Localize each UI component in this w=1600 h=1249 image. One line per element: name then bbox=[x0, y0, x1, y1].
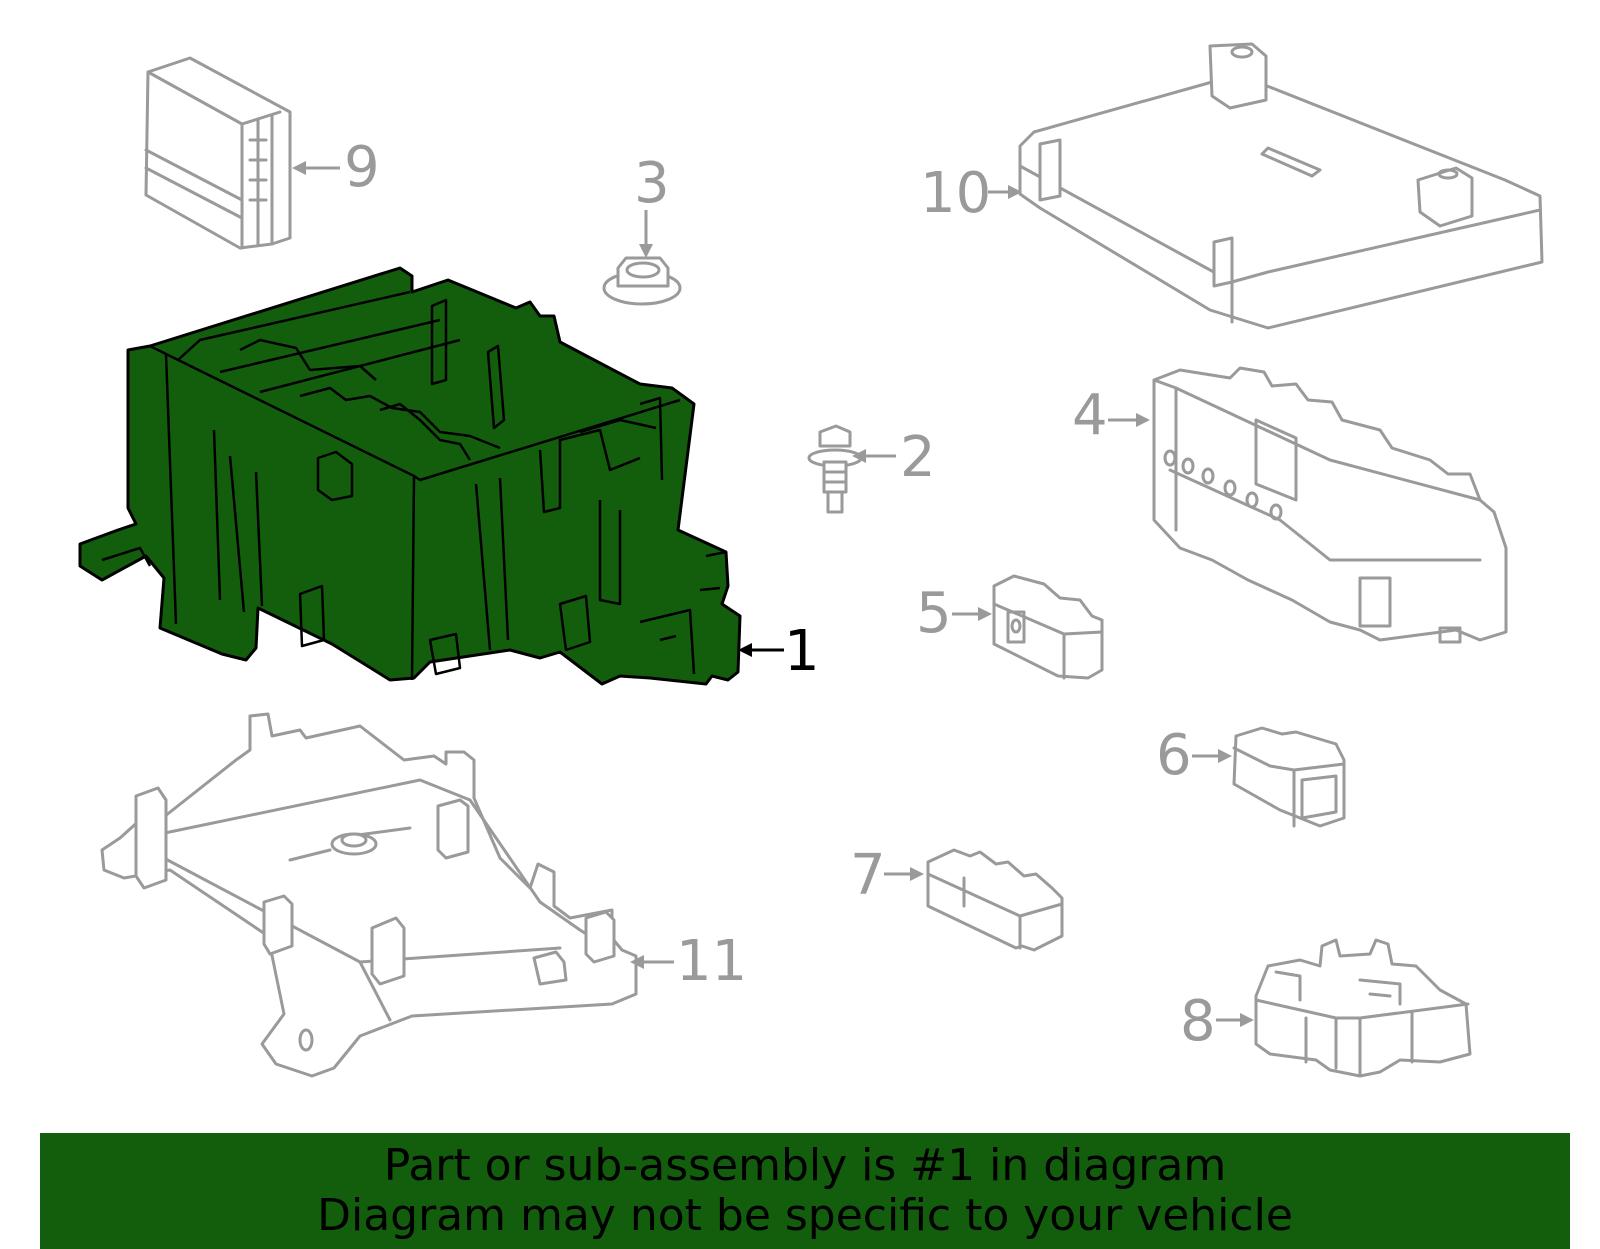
callout-10[interactable]: 10 bbox=[920, 161, 991, 226]
callout-2[interactable]: 2 bbox=[900, 425, 936, 490]
part-8-relay-cluster[interactable] bbox=[1254, 938, 1472, 1078]
callout-8[interactable]: 8 bbox=[1180, 989, 1216, 1054]
part-9-module[interactable] bbox=[144, 56, 292, 250]
arrow-10 bbox=[988, 185, 1022, 199]
callout-5[interactable]: 5 bbox=[916, 581, 952, 646]
info-banner: Part or sub-assembly is #1 in diagram Di… bbox=[40, 1133, 1570, 1249]
arrow-11 bbox=[630, 955, 674, 969]
arrow-5 bbox=[952, 607, 992, 621]
callout-6[interactable]: 6 bbox=[1156, 723, 1192, 788]
callout-11[interactable]: 11 bbox=[676, 929, 747, 994]
callout-9[interactable]: 9 bbox=[344, 135, 380, 200]
part-11-tray[interactable] bbox=[100, 712, 638, 1078]
part-1-fuse-box-housing[interactable] bbox=[78, 266, 742, 686]
part-2-bolt[interactable] bbox=[807, 424, 863, 514]
part-6-relay[interactable] bbox=[1232, 726, 1346, 828]
arrow-1 bbox=[738, 643, 784, 657]
callout-7[interactable]: 7 bbox=[850, 843, 886, 908]
part-5-relay[interactable] bbox=[992, 574, 1104, 680]
banner-line-disclaimer: Diagram may not be specific to your vehi… bbox=[317, 1190, 1293, 1241]
part-3-nut[interactable] bbox=[602, 256, 682, 306]
arrow-9 bbox=[292, 161, 340, 175]
arrow-8 bbox=[1216, 1013, 1254, 1027]
arrow-2 bbox=[852, 449, 896, 463]
part-7-fuse-strip[interactable] bbox=[926, 848, 1064, 952]
callout-3[interactable]: 3 bbox=[634, 151, 670, 216]
callout-1[interactable]: 1 bbox=[784, 619, 820, 684]
part-10-cover[interactable] bbox=[1018, 42, 1544, 330]
arrow-7 bbox=[884, 867, 924, 881]
part-4-fuse-block[interactable] bbox=[1152, 366, 1508, 644]
arrow-3 bbox=[639, 210, 653, 258]
callout-4[interactable]: 4 bbox=[1072, 383, 1108, 448]
arrow-6 bbox=[1192, 749, 1232, 763]
banner-line-part: Part or sub-assembly is #1 in diagram bbox=[383, 1140, 1227, 1191]
arrow-4 bbox=[1108, 413, 1150, 427]
